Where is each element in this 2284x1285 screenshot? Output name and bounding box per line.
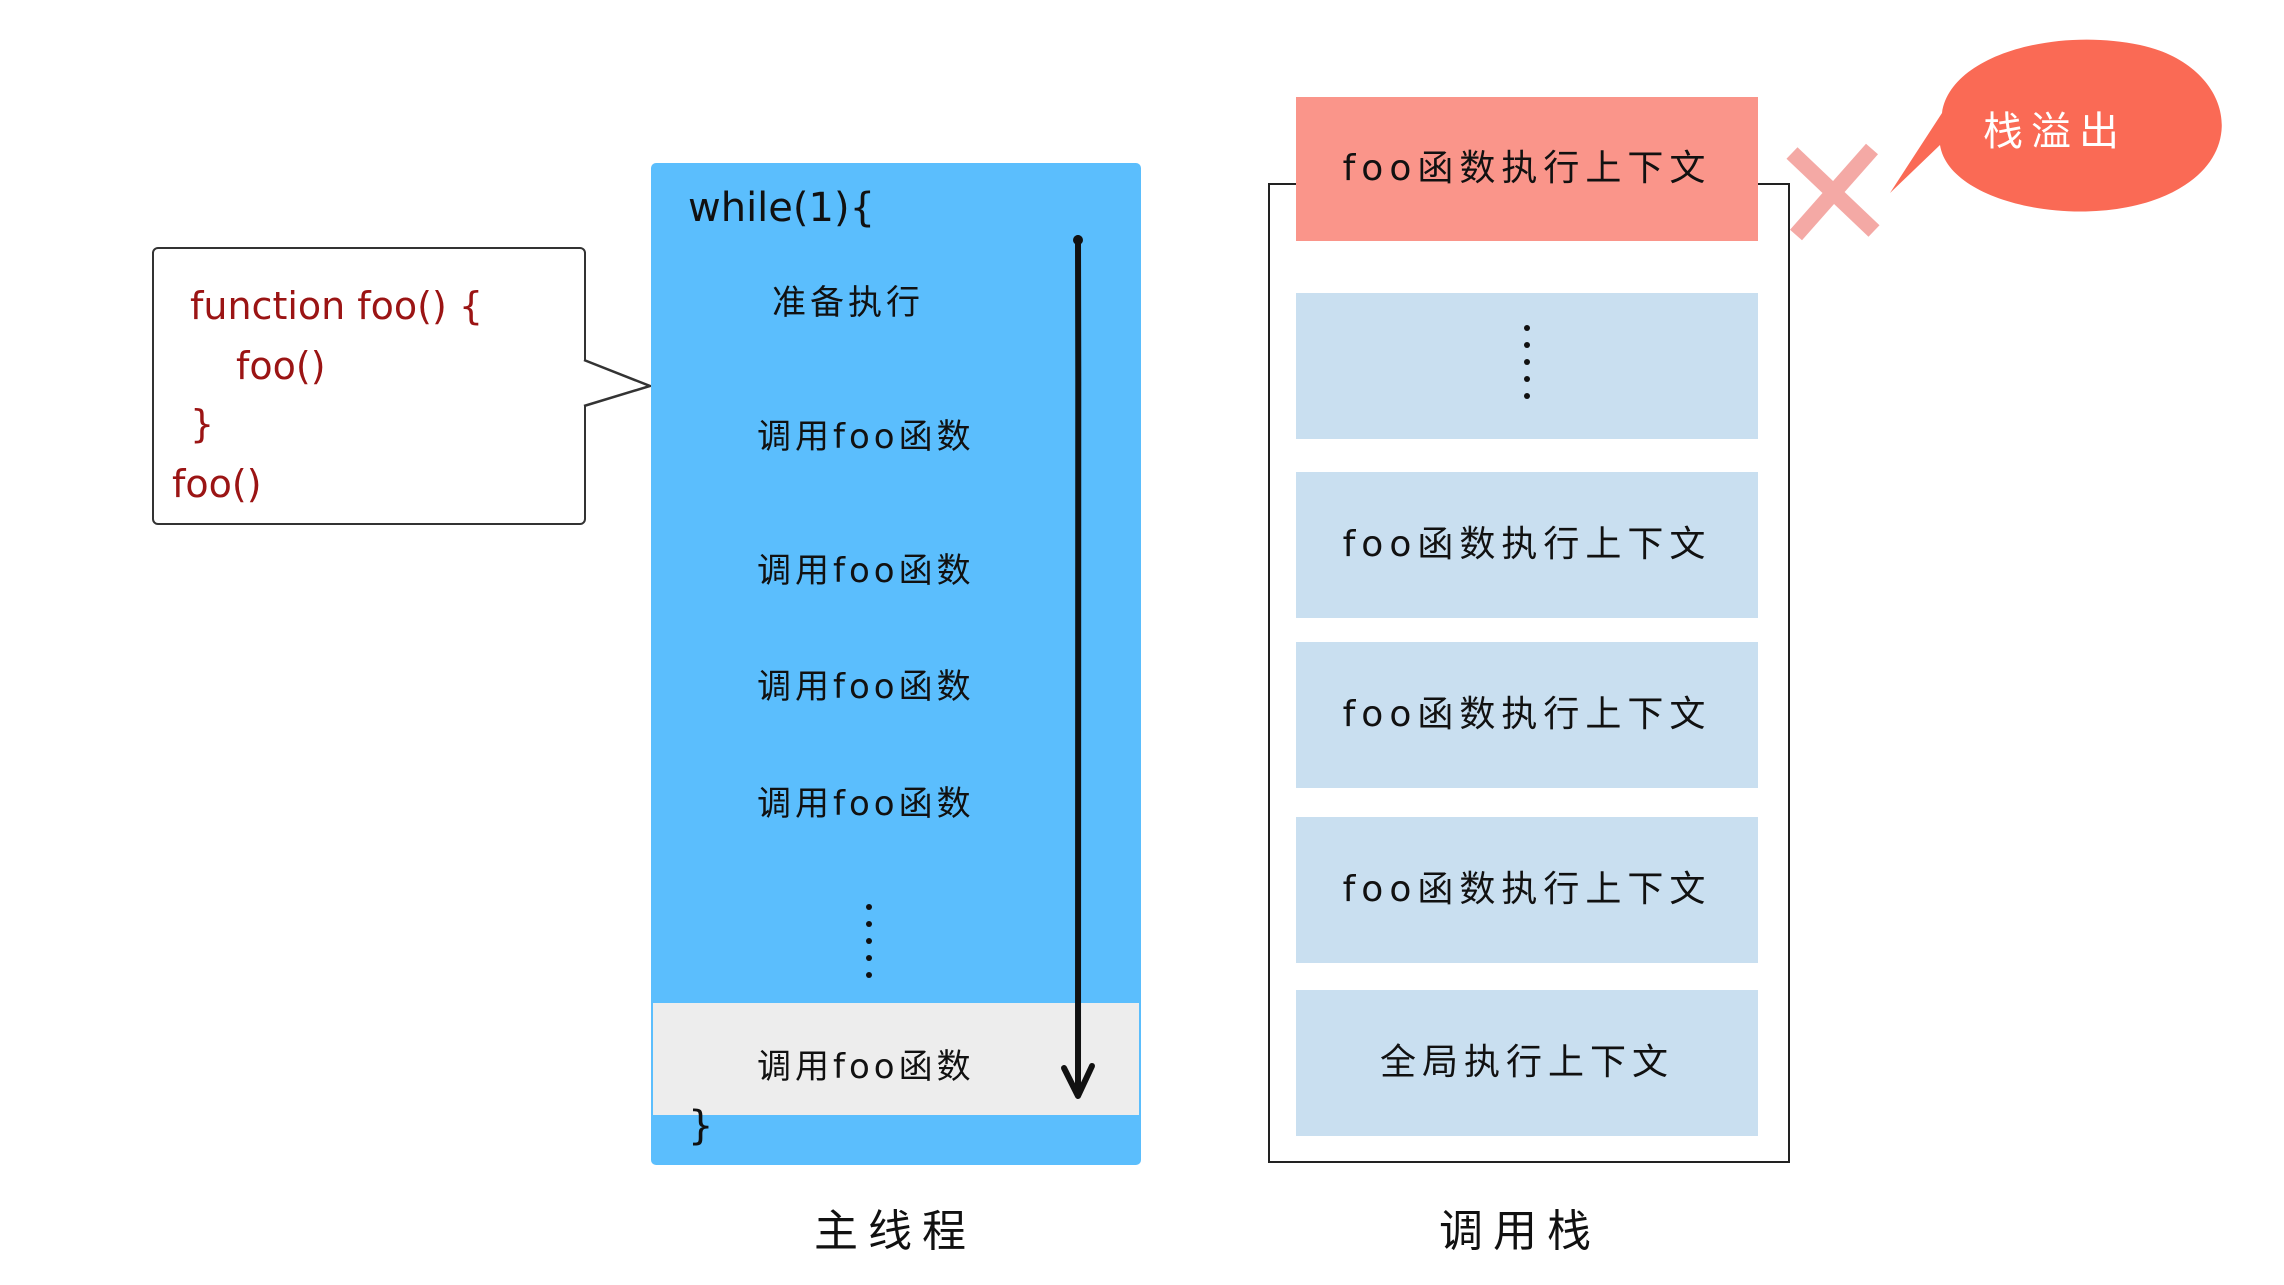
code-snippet-box: function foo() { foo() } foo() [152, 247, 586, 525]
thread-ellipsis [866, 904, 872, 989]
overflow-speech-bubble [1890, 39, 2222, 212]
main-thread-caption: 主线程 [814, 1206, 976, 1257]
loop-open-label: while(1){ [688, 185, 876, 231]
step-call-foo-4: 调用foo函数 [757, 784, 975, 824]
stack-frame-global: 全局执行上下文 [1296, 990, 1758, 1136]
stack-frame-foo-1-label: foo函数执行上下文 [1342, 524, 1712, 565]
stack-overflow-label: 栈溢出 [1983, 109, 2127, 155]
stack-frame-overflow-label: foo函数执行上下文 [1342, 148, 1712, 189]
code-line-function-declaration: function foo() { [190, 284, 484, 328]
stack-frame-global-label: 全局执行上下文 [1379, 1042, 1674, 1083]
current-step-highlight [653, 1003, 1139, 1115]
step-call-foo-3: 调用foo函数 [757, 667, 975, 707]
stack-ellipsis [1524, 325, 1530, 410]
stack-frame-ellipsis [1296, 293, 1758, 439]
stack-rim-right [1758, 183, 1790, 185]
stack-frame-foo-2-label: foo函数执行上下文 [1342, 694, 1712, 735]
callout-pointer [582, 358, 654, 408]
step-prepare: 准备执行 [772, 283, 924, 323]
stack-frame-foo-3-label: foo函数执行上下文 [1342, 869, 1712, 910]
code-line-closing-brace: } [190, 402, 215, 446]
step-call-foo-2: 调用foo函数 [757, 551, 975, 591]
stack-frame-foo-1: foo函数执行上下文 [1296, 472, 1758, 618]
main-thread-column [651, 163, 1141, 1165]
timeline-arrow [1061, 235, 1095, 1099]
loop-close-label: } [688, 1103, 714, 1149]
code-line-recursive-call: foo() [236, 344, 326, 388]
call-stack-caption: 调用栈 [1439, 1206, 1601, 1257]
stack-rim-left [1268, 183, 1296, 185]
step-call-foo-1: 调用foo函数 [757, 417, 975, 457]
stack-frame-foo-3: foo函数执行上下文 [1296, 817, 1758, 963]
code-line-invocation: foo() [172, 462, 262, 506]
call-stack-container [1268, 183, 1790, 1163]
step-call-foo-current: 调用foo函数 [757, 1047, 975, 1087]
stack-frame-overflow: foo函数执行上下文 [1296, 97, 1758, 241]
cross-icon [1786, 143, 1880, 241]
stack-frame-foo-2: foo函数执行上下文 [1296, 642, 1758, 788]
